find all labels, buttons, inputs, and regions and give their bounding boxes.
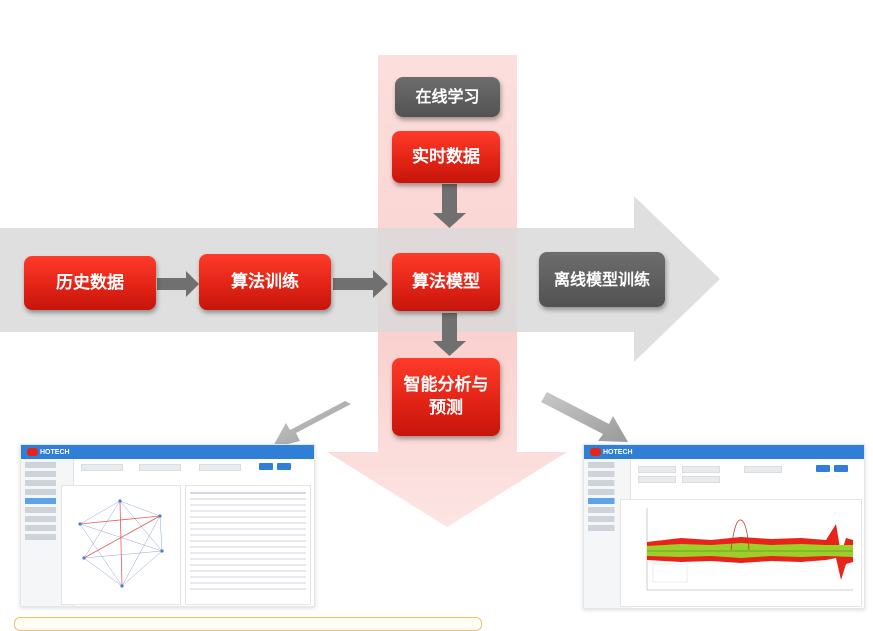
app-logo: HOTECH [590, 446, 633, 458]
logo-icon [590, 448, 601, 456]
realtime-data-label: 实时数据 [412, 146, 480, 167]
offline-training-box: 离线模型训练 [539, 252, 665, 307]
historical-data-label: 历史数据 [56, 272, 124, 293]
offline-training-label: 离线模型训练 [553, 269, 650, 289]
online-learning-label: 在线学习 [415, 87, 480, 107]
historical-data-box: 历史数据 [24, 256, 156, 310]
algorithm-training-box: 算法训练 [199, 254, 331, 310]
brand-text: HOTECH [603, 448, 633, 456]
right-app-screenshot: HOTECH [583, 444, 865, 609]
intelligent-analysis-box: 智能分析与 预测 [392, 358, 500, 436]
network-graph-panel [61, 485, 181, 605]
algorithm-training-label: 算法训练 [231, 271, 299, 292]
realtime-data-box: 实时数据 [392, 131, 500, 183]
arrow-model-to-analysis [433, 313, 466, 356]
app-topbar: HOTECH [21, 445, 314, 459]
app-topbar: HOTECH [584, 445, 864, 459]
intelligent-analysis-label-2: 预测 [429, 398, 463, 418]
algorithm-model-box: 算法模型 [392, 253, 500, 311]
arrow-to-left-screenshot [272, 401, 351, 448]
prediction-chart-panel [620, 499, 862, 607]
brand-text: HOTECH [40, 448, 70, 456]
arrow-to-right-screenshot [541, 392, 628, 442]
arrow-realtime-to-model [433, 184, 466, 228]
arrow-history-to-training [157, 271, 199, 297]
logo-icon [27, 448, 38, 456]
left-app-screenshot: HOTECH [20, 444, 315, 607]
arrow-training-to-model [333, 270, 388, 298]
data-table-panel [185, 485, 311, 605]
algorithm-model-label: 算法模型 [412, 271, 480, 292]
intelligent-analysis-label-1: 智能分析与 [403, 375, 489, 396]
app-logo: HOTECH [27, 446, 70, 458]
online-learning-box: 在线学习 [395, 77, 500, 117]
bottom-highlight-strip [14, 617, 482, 631]
